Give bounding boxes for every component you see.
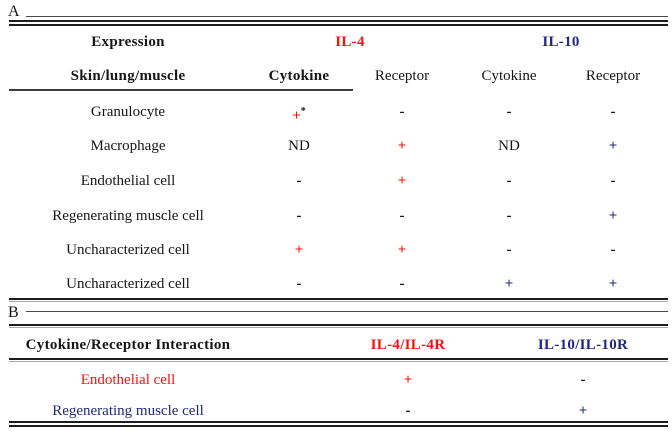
cell-il4-receptor: - (399, 104, 405, 120)
panel-a-top-rule (9, 20, 668, 26)
cell-il10-cytokine: - (506, 173, 512, 189)
panel-b-top-rule (9, 324, 668, 328)
skin-lung-muscle-header: Skin/lung/muscle (70, 68, 186, 84)
table-row-b-endothelial: Endothelial cell + - (0, 370, 672, 390)
panel-a-header-row-2: Skin/lung/muscle Cytokine Receptor Cytok… (0, 66, 672, 86)
row-label: Uncharacterized cell (66, 242, 190, 258)
row-label: Endothelial cell (80, 173, 176, 189)
interaction-header: Cytokine/Receptor Interaction (25, 337, 231, 353)
table-row-macrophage: Macrophage ND + ND + (0, 136, 672, 156)
cell-il10-receptor: - (610, 242, 616, 258)
panel-a-label: A (8, 3, 20, 20)
cell-il4-cytokine: ND (288, 138, 310, 154)
cell-il10-receptor: + (608, 138, 618, 154)
il4-il4r-header: IL-4/IL-4R (370, 337, 446, 353)
table-row-b-regenerating-muscle: Regenerating muscle cell - + (0, 401, 672, 421)
cell-il4-receptor: - (399, 208, 405, 224)
cell-il4-receptor: + (397, 173, 407, 189)
cell-il4-cytokine: +* (292, 102, 306, 126)
cell-il4-receptor: + (397, 242, 407, 258)
cell-il10-receptor: - (610, 173, 616, 189)
panel-b-label: B (8, 304, 19, 321)
cell-il10-cytokine: - (506, 208, 512, 224)
table-row-uncharacterized-2: Uncharacterized cell - - + + (0, 274, 672, 294)
panel-b-bottom-rule (9, 421, 668, 427)
cell-il10-cytokine: - (506, 242, 512, 258)
panel-a-label-rule (26, 16, 668, 17)
panel-b-header-row: Cytokine/Receptor Interaction IL-4/IL-4R… (0, 335, 672, 355)
il4-receptor-column-header: Receptor (374, 68, 430, 84)
panel-a-bottom-rule (9, 298, 668, 302)
panel-b-label-rule (26, 311, 668, 312)
asterisk-note: * (300, 106, 306, 117)
cell-il4-il4r: - (405, 403, 411, 419)
row-label: Granulocyte (90, 104, 166, 120)
row-label: Regenerating muscle cell (52, 403, 204, 419)
row-label: Endothelial cell (80, 372, 176, 388)
il10-header: IL-10 (542, 34, 580, 50)
cell-il10-receptor: - (610, 104, 616, 120)
cell-il10-receptor: + (608, 208, 618, 224)
panel-a-header-underline (9, 89, 353, 91)
cell-il4-il4r: + (403, 372, 413, 388)
cell-il4-cytokine: - (296, 208, 302, 224)
cell-il10-receptor: + (608, 276, 618, 292)
panel-b-header-underline (9, 358, 668, 362)
cell-il4-receptor: - (399, 276, 405, 292)
row-label: Macrophage (90, 138, 166, 154)
plus-sign: + (292, 108, 301, 124)
cell-il4-cytokine: - (296, 173, 302, 189)
il10-cytokine-column-header: Cytokine (481, 68, 537, 84)
row-label: Uncharacterized cell (66, 276, 190, 292)
panel-a-header-row-1: Expression IL-4 IL-10 (0, 32, 672, 52)
table-row-endothelial: Endothelial cell - + - - (0, 171, 672, 191)
il10-il10r-header: IL-10/IL-10R (537, 337, 629, 353)
row-label: Regenerating muscle cell (52, 208, 204, 224)
cell-il10-cytokine: ND (498, 138, 520, 154)
cell-il4-cytokine: + (294, 242, 304, 258)
cell-il10-il10r: - (580, 372, 586, 388)
table-row-regenerating-muscle: Regenerating muscle cell - - - + (0, 206, 672, 226)
cell-il4-cytokine: - (296, 276, 302, 292)
table-row-granulocyte: Granulocyte +* - - - (0, 102, 672, 124)
cell-il10-il10r: + (578, 403, 588, 419)
il4-cytokine-column-header: Cytokine (268, 68, 330, 84)
cell-il4-receptor: + (397, 138, 407, 154)
cell-il10-cytokine: + (504, 276, 514, 292)
table-row-uncharacterized-1: Uncharacterized cell + + - - (0, 240, 672, 260)
il4-header: IL-4 (335, 34, 365, 50)
expression-header: Expression (91, 34, 165, 50)
cell-il10-cytokine: - (506, 104, 512, 120)
il10-receptor-column-header: Receptor (585, 68, 641, 84)
